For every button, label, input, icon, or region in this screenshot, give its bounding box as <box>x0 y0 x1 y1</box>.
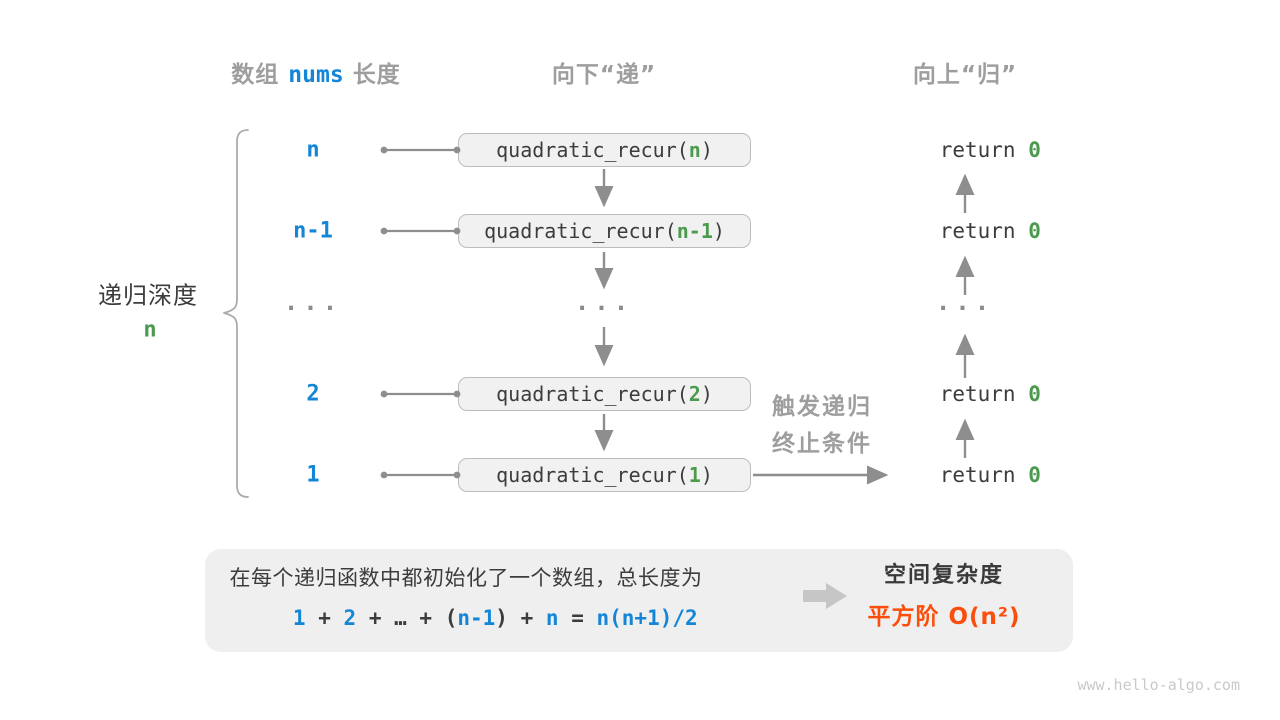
trigger-note-line2: 终止条件 <box>772 431 872 457</box>
call-ellipsis: ··· <box>574 294 634 322</box>
connector-dot <box>380 227 388 235</box>
call-box-1: quadratic_recur(1) <box>458 458 751 492</box>
return-keyword: return <box>939 463 1029 487</box>
call-text-close: ) <box>712 219 725 243</box>
call-text: quadratic_recur( <box>496 382 689 406</box>
connector-row-1 <box>380 471 461 479</box>
call-text: quadratic_recur( <box>484 219 677 243</box>
array-length-prefix: 数组 <box>231 62 280 88</box>
connector-dot <box>380 471 388 479</box>
connector-row-n1 <box>380 227 461 235</box>
return-value: 0 <box>1028 463 1041 487</box>
formula-seg: + <box>406 606 445 630</box>
formula-seg: ) <box>495 606 508 630</box>
return-ellipsis: ··· <box>935 294 995 322</box>
return-statement-1: return 0 <box>889 114 1041 186</box>
call-box-n1: quadratic_recur(n-1) <box>458 214 751 248</box>
return-value: 0 <box>1028 382 1041 406</box>
formula-seg: = <box>558 606 597 630</box>
call-arg: n-1 <box>676 219 713 243</box>
formula-seg: ( <box>444 606 458 630</box>
call-box-n: quadratic_recur(n) <box>458 133 751 167</box>
summary-text: 在每个递归函数中都初始化了一个数组，总长度为 <box>229 566 703 590</box>
summary-panel <box>205 549 1073 652</box>
return-value: 0 <box>1028 219 1041 243</box>
formula-seg: + <box>356 606 395 630</box>
array-nums-var: nums <box>288 62 344 88</box>
array-length-suffix: 长度 <box>352 62 401 88</box>
return-statement-2: return 0 <box>889 195 1041 267</box>
column-header-ascend: 向上“归” <box>912 62 1018 88</box>
return-value: 0 <box>1028 138 1041 162</box>
summary-formula: 1 + 2 + … + (n-1) + n = n(n+1)/2 <box>242 582 698 654</box>
return-keyword: return <box>939 219 1029 243</box>
formula-seg: n(n+1)/2 <box>596 606 698 630</box>
formula-seg: + <box>305 606 344 630</box>
formula-seg: … <box>394 606 407 630</box>
length-label-n1: n-1 <box>293 218 333 244</box>
formula-seg: n <box>545 606 559 630</box>
call-text: quadratic_recur( <box>496 463 689 487</box>
call-arg: 1 <box>688 463 701 487</box>
recursion-depth-label: 递归深度 <box>98 281 198 310</box>
return-statement-4: return 0 <box>889 439 1041 511</box>
connector-dot <box>380 390 388 398</box>
connector-dot <box>380 146 388 154</box>
formula-seg: 1 <box>292 606 306 630</box>
call-arg: 2 <box>688 382 701 406</box>
formula-seg: + <box>507 606 546 630</box>
return-keyword: return <box>939 138 1029 162</box>
formula-seg: n-1 <box>457 606 496 630</box>
watermark: www.hello-algo.com <box>1077 676 1240 694</box>
connector-row-n <box>380 146 461 154</box>
trigger-note-line1: 触发递归 <box>772 394 872 420</box>
space-complexity-title: 空间复杂度 <box>883 563 1005 588</box>
call-arg: n <box>688 138 701 162</box>
depth-brace <box>223 129 249 498</box>
call-text-close: ) <box>700 138 713 162</box>
length-label-1: 1 <box>306 462 320 488</box>
space-complexity-value: 平方阶 O(n²) <box>867 604 1021 630</box>
connector-row-2 <box>380 390 461 398</box>
column-header-descend: 向下“递” <box>551 62 657 88</box>
return-keyword: return <box>939 382 1029 406</box>
recursion-depth-value: n <box>143 317 157 343</box>
call-text-close: ) <box>700 463 713 487</box>
length-ellipsis: ··· <box>283 294 343 322</box>
column-header-array-length: 数组 nums 长度 <box>231 55 400 89</box>
formula-seg: 2 <box>343 606 357 630</box>
length-label-2: 2 <box>306 381 320 407</box>
call-text: quadratic_recur( <box>496 138 689 162</box>
return-statement-3: return 0 <box>889 358 1041 430</box>
length-label-n: n <box>306 137 320 163</box>
call-text-close: ) <box>700 382 713 406</box>
call-box-2: quadratic_recur(2) <box>458 377 751 411</box>
